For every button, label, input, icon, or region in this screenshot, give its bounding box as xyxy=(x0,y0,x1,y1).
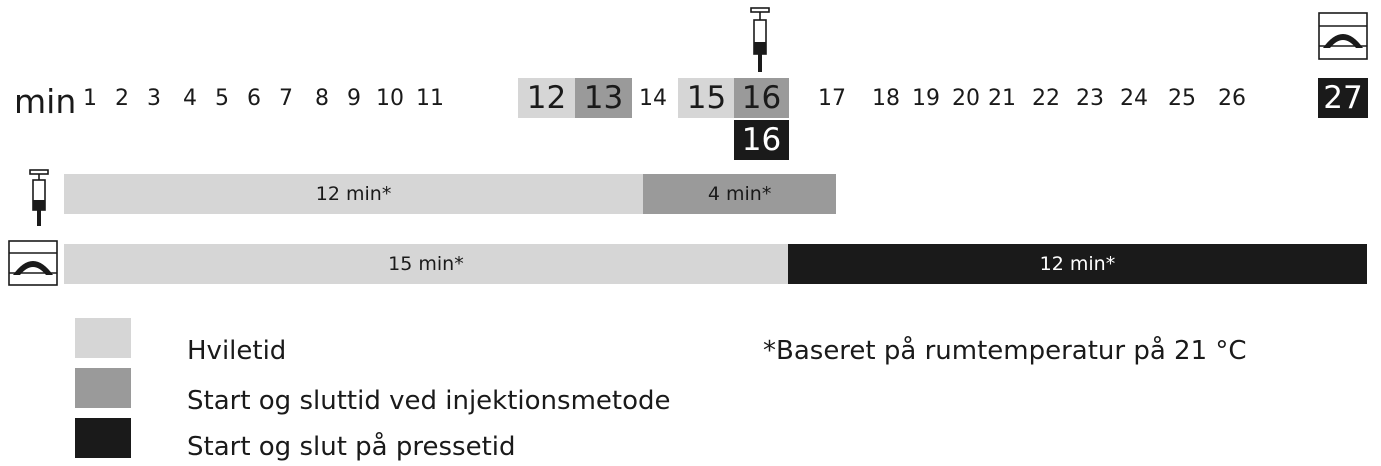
timeline-sub-marker: 16 xyxy=(734,120,789,160)
timeline-tick: 16 xyxy=(734,78,789,118)
timeline-tick: 6 xyxy=(247,85,261,111)
press-icon xyxy=(8,240,58,286)
bar-segment: 15 min* xyxy=(64,244,788,284)
timeline-tick: 15 xyxy=(678,78,735,118)
timeline-tick: 26 xyxy=(1218,85,1246,111)
legend-label-press: Start og slut på pressetid xyxy=(187,432,516,462)
bar-segment: 4 min* xyxy=(643,174,837,214)
legend-swatch-dark xyxy=(75,418,131,458)
timeline-tick: 19 xyxy=(912,85,940,111)
timeline-tick: 2 xyxy=(115,85,129,111)
timeline-tick: 22 xyxy=(1032,85,1060,111)
press-icon xyxy=(1318,12,1368,60)
timeline-tick: 14 xyxy=(639,85,667,111)
timeline-tick: 11 xyxy=(416,85,444,111)
timeline-tick: 7 xyxy=(279,85,293,111)
timeline-tick: 20 xyxy=(952,85,980,111)
timeline-tick: 4 xyxy=(183,85,197,111)
legend-label-rest: Hviletid xyxy=(187,336,287,366)
timeline-tick: 17 xyxy=(818,85,846,111)
timeline-tick: 9 xyxy=(347,85,361,111)
timeline-tick: 8 xyxy=(315,85,329,111)
bar-segment: 12 min* xyxy=(64,174,644,214)
timeline-tick: 3 xyxy=(147,85,161,111)
timeline-tick: 12 xyxy=(518,78,575,118)
legend-swatch-mid xyxy=(75,368,131,408)
legend-label-injection: Start og sluttid ved injektionsmetode xyxy=(187,386,671,416)
timeline-tick: 21 xyxy=(988,85,1016,111)
timeline-tick: 24 xyxy=(1120,85,1148,111)
timeline-tick: 18 xyxy=(872,85,900,111)
syringe-icon xyxy=(29,169,49,226)
timeline-tick: 23 xyxy=(1076,85,1104,111)
timeline-unit-label: min xyxy=(14,82,77,121)
timeline-tick: 1 xyxy=(83,85,97,111)
timeline-tick: 25 xyxy=(1168,85,1196,111)
timeline-tick: 10 xyxy=(376,85,404,111)
timeline-tick: 27 xyxy=(1318,78,1368,118)
bar-segment: 12 min* xyxy=(787,244,1367,284)
timeline-tick: 5 xyxy=(215,85,229,111)
legend-swatch-light xyxy=(75,318,131,358)
syringe-icon xyxy=(750,7,770,72)
timeline-tick: 13 xyxy=(575,78,632,118)
footnote: *Baseret på rumtemperatur på 21 °C xyxy=(763,336,1247,366)
